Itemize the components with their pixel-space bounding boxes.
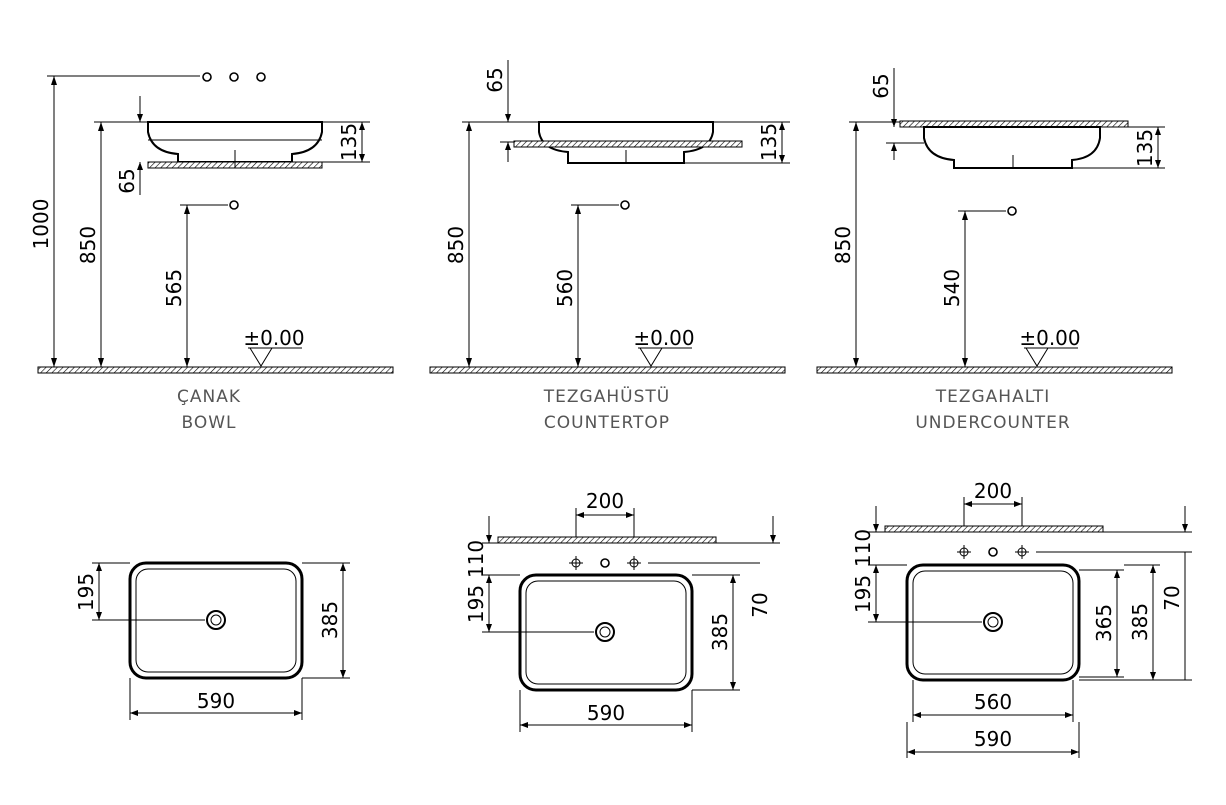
dim-drain-height: 565 bbox=[162, 269, 186, 307]
dim-tap-offset: 110 bbox=[464, 540, 488, 578]
floor-line bbox=[429, 366, 786, 374]
dim-inner-width: 560 bbox=[974, 690, 1012, 714]
caption-tr: TEZGAHALTI bbox=[935, 387, 1051, 407]
dim-inner-depth: 365 bbox=[1092, 604, 1116, 642]
elevation-bowl: 1000 850 65 135 565 ±0.00 bbox=[29, 72, 394, 433]
level-label: ±0.00 bbox=[633, 326, 694, 350]
countertop-slab bbox=[513, 140, 743, 148]
dim-counter-thickness: 65 bbox=[115, 168, 139, 193]
dim-counter-offset: 65 bbox=[483, 67, 507, 92]
drain-icon bbox=[595, 622, 615, 642]
plan-bowl: 195 385 590 bbox=[74, 561, 350, 720]
tap-hole-icon bbox=[627, 556, 641, 570]
tap-hole-icon bbox=[988, 547, 998, 557]
basin-profile bbox=[923, 126, 1101, 169]
dim-width: 590 bbox=[587, 701, 625, 725]
dim-basin-height: 135 bbox=[757, 123, 781, 161]
level-label: ±0.00 bbox=[243, 326, 304, 350]
dim-rim-height: 850 bbox=[444, 226, 468, 264]
tap-hole-icon bbox=[957, 545, 971, 559]
caption-en: COUNTERTOP bbox=[544, 413, 670, 433]
dim-depth: 385 bbox=[318, 601, 342, 639]
tap-hole-icon bbox=[1015, 545, 1029, 559]
drain-outlet-icon bbox=[620, 200, 630, 210]
floor-line bbox=[37, 366, 394, 374]
tap-hole-icon bbox=[229, 72, 239, 82]
elevation-undercounter: 850 65 135 540 ±0.00 TEZGAHALTI UNDERCOU… bbox=[816, 68, 1173, 433]
dim-outer-depth: 385 bbox=[1128, 603, 1152, 641]
drain-outlet-icon bbox=[1007, 206, 1017, 216]
caption-tr: ÇANAK bbox=[177, 387, 241, 407]
dim-drain-offset: 195 bbox=[851, 575, 875, 613]
dim-basin-height: 135 bbox=[1133, 129, 1157, 167]
dim-width: 590 bbox=[197, 689, 235, 713]
dim-tap-spacing: 200 bbox=[586, 489, 624, 513]
countertop-slab bbox=[884, 525, 1104, 533]
dim-edge-offset: 70 bbox=[1160, 585, 1184, 610]
dim-tap-spacing: 200 bbox=[974, 479, 1012, 503]
caption-tr: TEZGAHÜSTÜ bbox=[543, 385, 670, 407]
dim-tap-offset: 110 bbox=[851, 529, 875, 567]
plan-undercounter: 200 110 195 365 bbox=[851, 479, 1192, 758]
tap-hole-icon bbox=[600, 558, 610, 568]
tap-hole-icon bbox=[569, 556, 583, 570]
dim-drain-height: 540 bbox=[940, 269, 964, 307]
dim-drain-offset: 195 bbox=[74, 573, 98, 611]
dim-depth: 385 bbox=[708, 613, 732, 651]
caption-en: BOWL bbox=[181, 413, 236, 433]
dim-basin-height: 135 bbox=[337, 123, 361, 161]
level-marker-icon bbox=[1024, 347, 1078, 367]
dim-outer-width: 590 bbox=[974, 727, 1012, 751]
elevation-countertop: 850 65 135 560 ±0.00 TEZGAHÜSTÜ COUNTERT… bbox=[429, 60, 790, 433]
floor-line bbox=[816, 366, 1173, 374]
countertop-slab bbox=[497, 536, 717, 544]
dim-rim-height: 850 bbox=[76, 226, 100, 264]
level-marker-icon bbox=[248, 347, 302, 367]
dim-counter-offset: 65 bbox=[869, 73, 893, 98]
dim-rim-height: 850 bbox=[831, 226, 855, 264]
tap-hole-icon bbox=[202, 72, 212, 82]
plan-countertop: 200 110 195 385 70 bbox=[464, 489, 780, 732]
dim-drain-offset: 195 bbox=[464, 585, 488, 623]
level-label: ±0.00 bbox=[1019, 326, 1080, 350]
drain-icon bbox=[983, 612, 1003, 632]
tap-hole-icon bbox=[256, 72, 266, 82]
drain-icon bbox=[206, 610, 226, 630]
dim-drain-height: 560 bbox=[553, 269, 577, 307]
caption-en: UNDERCOUNTER bbox=[915, 413, 1070, 433]
level-marker-icon bbox=[638, 347, 692, 367]
dim-edge-offset: 70 bbox=[748, 592, 772, 617]
dim-total-height: 1000 bbox=[29, 199, 53, 250]
drain-outlet-icon bbox=[229, 200, 239, 210]
